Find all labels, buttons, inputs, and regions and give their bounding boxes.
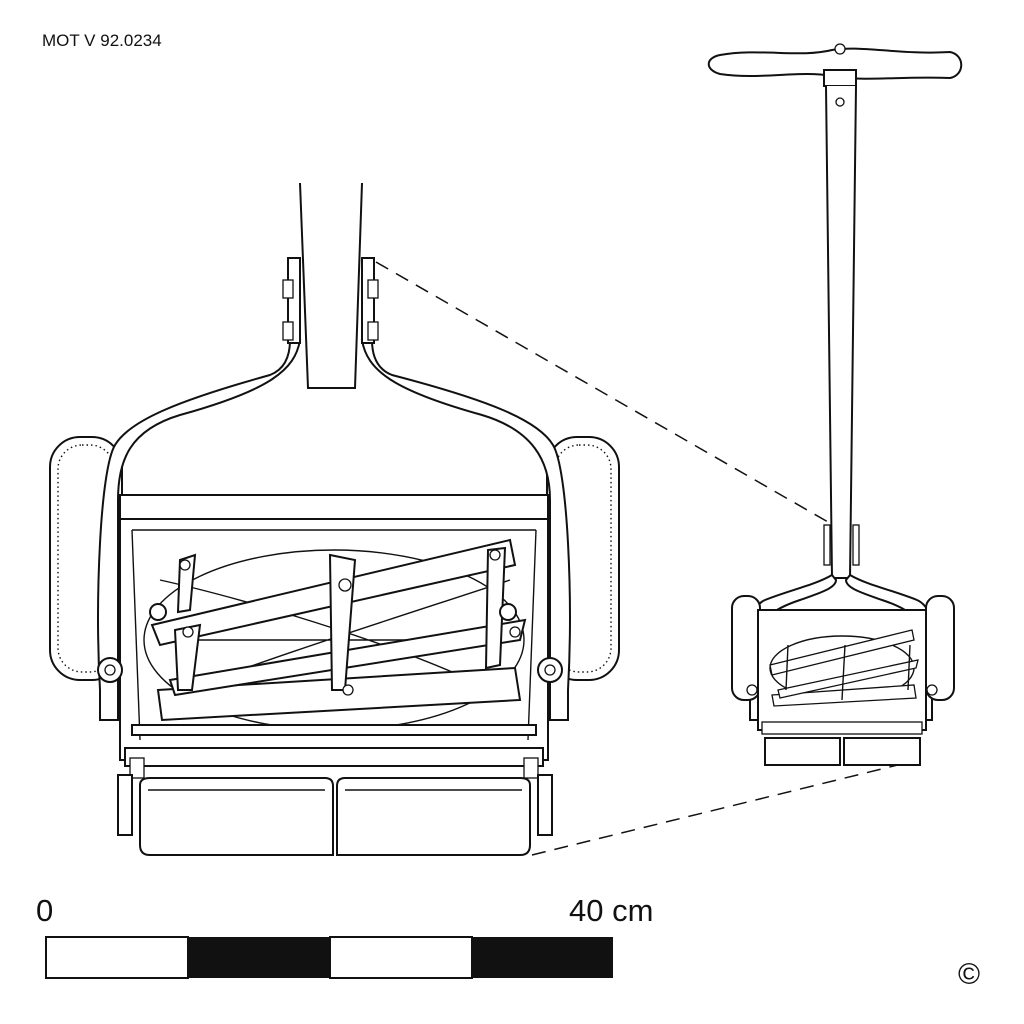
mower-full-view bbox=[707, 43, 963, 766]
scale-segment-white bbox=[329, 936, 473, 979]
scale-end-label: 40 cm bbox=[569, 893, 654, 928]
scale-start-label: 0 bbox=[36, 893, 54, 928]
scale-segment-black bbox=[188, 937, 330, 978]
copyright-symbol: © bbox=[958, 958, 981, 991]
zoom-guide-lines bbox=[375, 261, 911, 856]
mower-detail-view bbox=[49, 182, 620, 856]
scale-segment-black bbox=[472, 937, 613, 978]
scale-segment-white bbox=[45, 936, 189, 979]
reference-number: MOT V 92.0234 bbox=[42, 31, 162, 50]
scale-bar bbox=[45, 936, 613, 979]
